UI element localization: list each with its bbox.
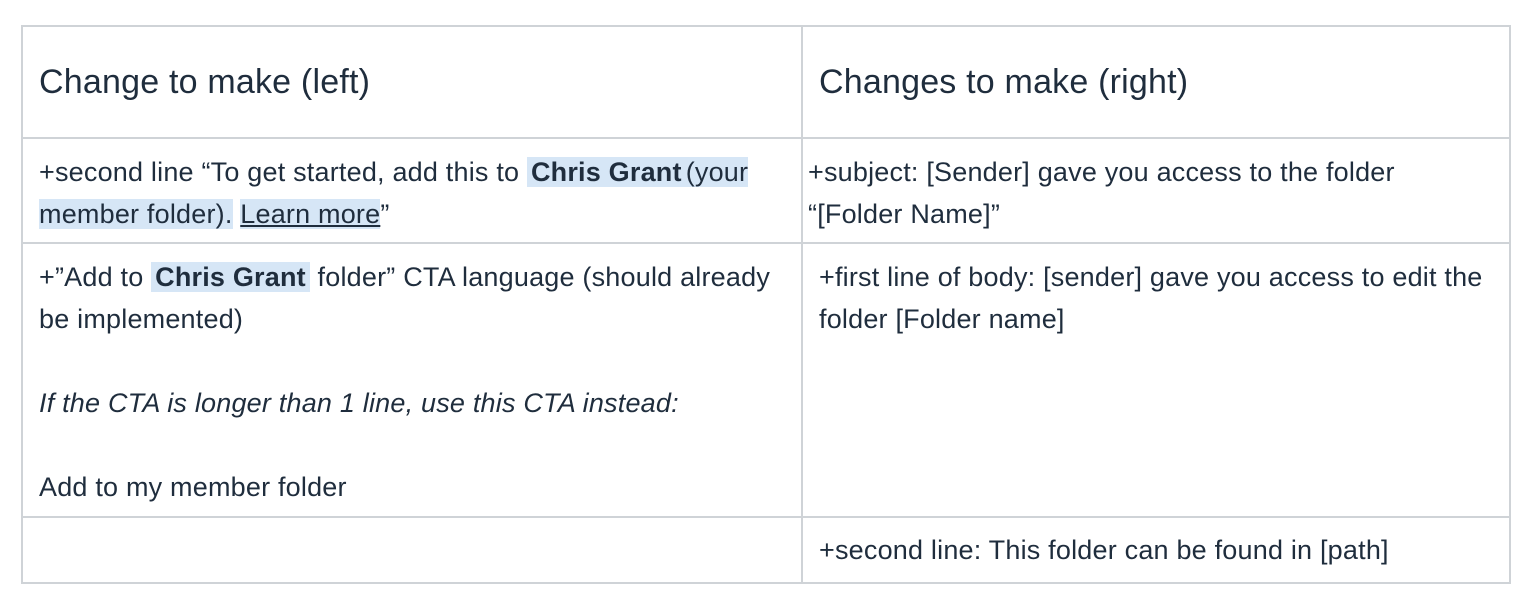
- spacer: [39, 340, 785, 382]
- header-left: Change to make (left): [21, 25, 803, 139]
- table-row: +second line “To get started, add this t…: [21, 137, 1511, 244]
- row2-left-prefix: +”Add to: [39, 262, 152, 292]
- spacer: [39, 424, 785, 466]
- row2-left-cta: Add to my member folder: [39, 472, 347, 502]
- row1-right-cell: +subject: [Sender] gave you access to th…: [801, 137, 1511, 244]
- row2-left-italic: If the CTA is longer than 1 line, use th…: [39, 388, 679, 418]
- table-row: +”Add to Chris Grant folder” CTA languag…: [21, 242, 1511, 518]
- header-right: Changes to make (right): [801, 25, 1511, 139]
- row3-right-cell: +second line: This folder can be found i…: [801, 516, 1511, 584]
- row1-left-suffix: ”: [380, 199, 390, 229]
- row2-left-name: Chris Grant: [151, 262, 310, 292]
- row1-left-prefix: +second line “To get started, add this t…: [39, 157, 527, 187]
- learn-more-link[interactable]: Learn more: [240, 199, 381, 229]
- row3-left-cell: [21, 516, 803, 584]
- row1-left-cell: +second line “To get started, add this t…: [21, 137, 803, 244]
- row2-left-suffix: folder” CTA language (should already be …: [39, 262, 771, 334]
- row2-right-cell: +first line of body: [sender] gave you a…: [801, 242, 1511, 518]
- row2-left-cell: +”Add to Chris Grant folder” CTA languag…: [21, 242, 803, 518]
- table-row: +second line: This folder can be found i…: [21, 516, 1511, 584]
- table-header-row: Change to make (left) Changes to make (r…: [21, 25, 1511, 139]
- changes-table: Change to make (left) Changes to make (r…: [21, 25, 1511, 584]
- row1-left-name: Chris Grant: [526, 157, 686, 187]
- row2-left-para: +”Add to Chris Grant folder” CTA languag…: [39, 256, 785, 340]
